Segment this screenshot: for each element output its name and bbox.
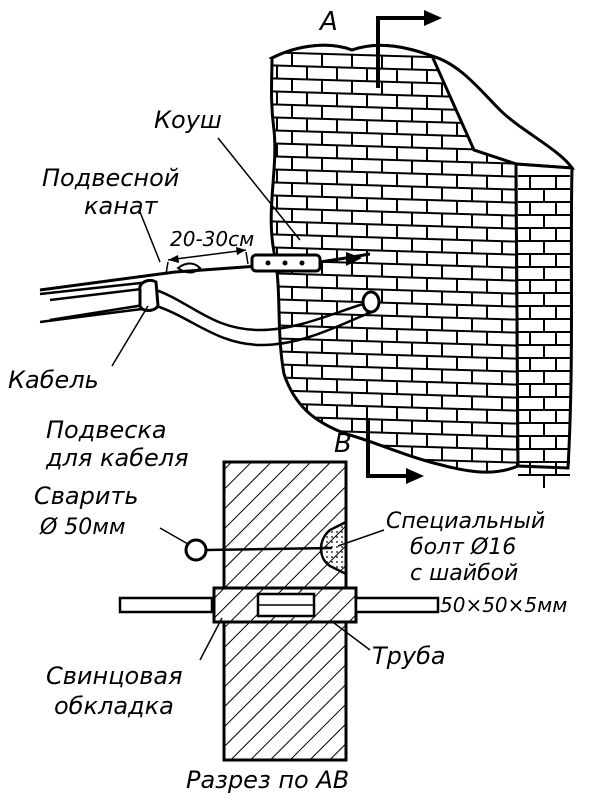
- label-hanger-line1: Подвеска: [46, 416, 167, 444]
- section-mark-a: А: [318, 7, 338, 37]
- label-lead-line1: Свинцовая: [46, 662, 183, 690]
- leader-lines-section: [159, 527, 385, 661]
- cable-hanger-clamp: [138, 278, 160, 312]
- labels: Коуш Подвесной канат 20-30см Кабель Подв…: [8, 106, 567, 794]
- thimble-turnbuckle: [176, 252, 371, 274]
- distance-dimension: [165, 247, 249, 275]
- label-thimble: Коуш: [154, 106, 222, 134]
- section-arrow-b: В: [334, 418, 424, 484]
- label-lead-line2: обкладка: [54, 692, 174, 720]
- side-brick-pattern: [518, 175, 570, 488]
- wall-section-lower: [222, 620, 348, 762]
- label-bolt-line4: 50×50×5мм: [440, 593, 567, 617]
- label-bolt-line2: болт Ø16: [410, 535, 516, 560]
- section-mark-b: В: [334, 429, 352, 459]
- label-weld-line1: Сварить: [34, 482, 139, 510]
- wall-section: [118, 460, 440, 762]
- welded-ring: [184, 538, 208, 562]
- label-distance: 20-30см: [170, 227, 254, 251]
- label-weld-line2: Ø 50мм: [39, 515, 126, 540]
- section-arrow-a: А: [318, 7, 442, 88]
- label-messenger-line2: канат: [84, 192, 159, 220]
- cable-assembly: [39, 247, 381, 347]
- label-bolt-line3: с шайбой: [410, 561, 518, 586]
- label-messenger-line1: Подвесной: [42, 164, 179, 192]
- brick-wall: [268, 43, 575, 488]
- messenger-wire: [39, 264, 259, 292]
- cable-through-wall: [118, 596, 214, 614]
- label-pipe: Труба: [372, 642, 446, 670]
- wall-section-upper: [222, 460, 348, 590]
- wall-entry-hole: [361, 290, 381, 314]
- special-bolt-washer: [319, 519, 348, 577]
- cable: [49, 286, 371, 332]
- label-hanger-line2: для кабеля: [45, 444, 189, 472]
- special-bolt-rod: [205, 546, 333, 552]
- label-section-caption: Разрез по АВ: [186, 766, 349, 794]
- leader-lines-top: [111, 137, 301, 367]
- label-bolt-line1: Специальный: [386, 509, 545, 534]
- label-cable: Кабель: [8, 366, 99, 394]
